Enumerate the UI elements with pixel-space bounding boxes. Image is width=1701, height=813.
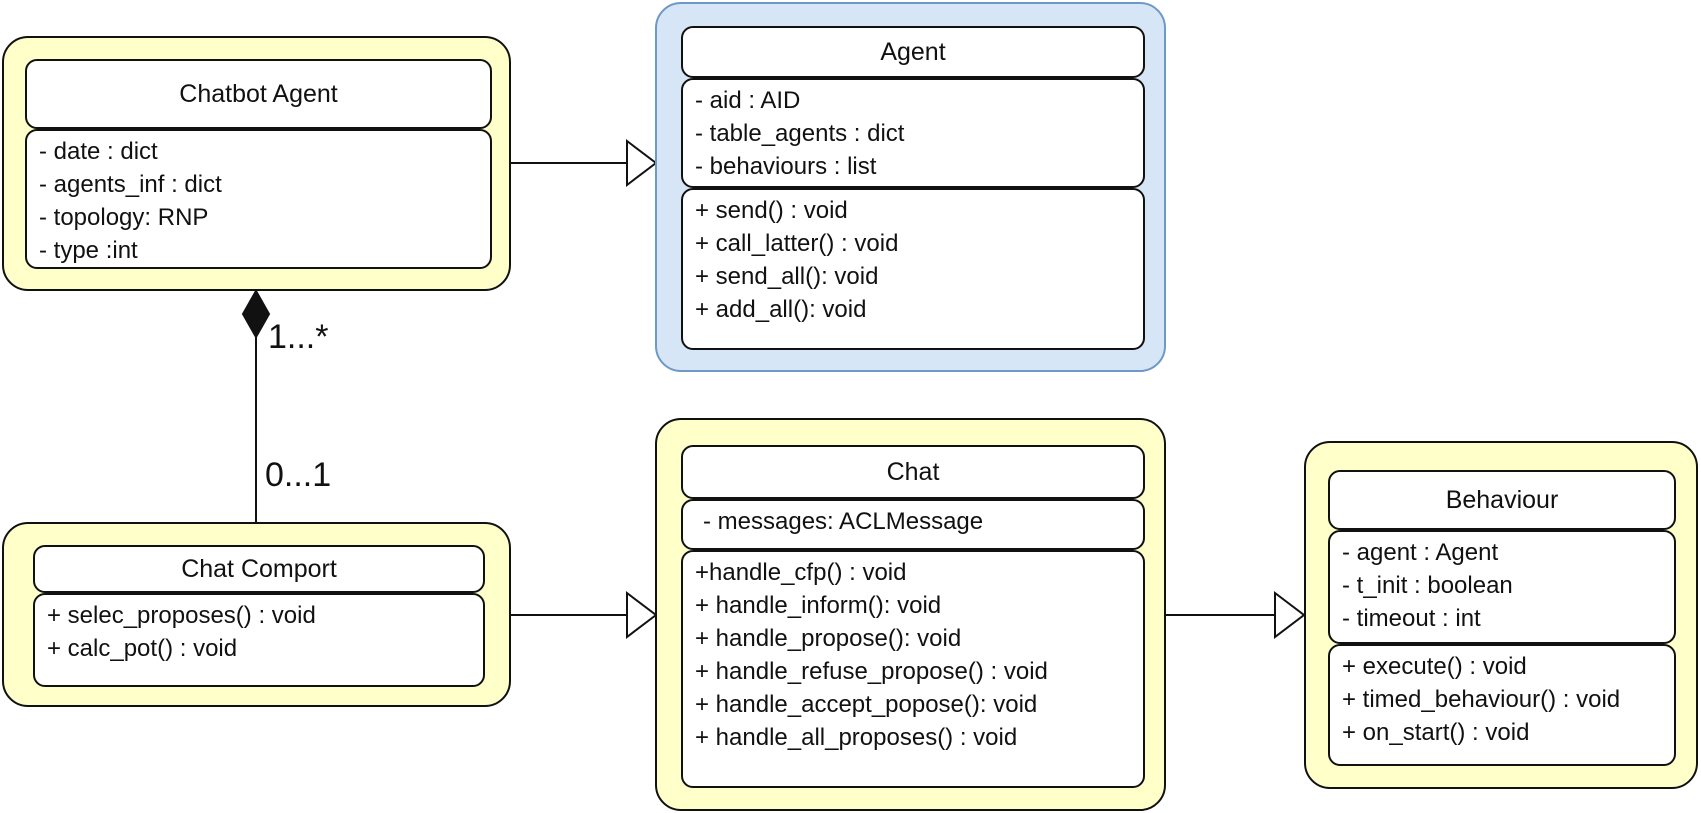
attributes-compartment: - messages: ACLMessage — [681, 499, 1145, 550]
attribute-row: - timeout : int — [1342, 605, 1481, 632]
attribute-row: - date : dict — [39, 138, 158, 165]
method-row: + handle_propose(): void — [695, 625, 962, 652]
attribute-row: - behaviours : list — [695, 153, 877, 180]
method-row: + selec_proposes() : void — [47, 602, 316, 629]
methods-compartment: +handle_cfp() : void + handle_inform(): … — [681, 550, 1145, 788]
class-chat-comport[interactable]: Chat Comport + selec_proposes() : void +… — [2, 522, 511, 707]
attribute-row: - aid : AID — [695, 87, 801, 114]
multiplicity-whole: 1...* — [268, 318, 329, 356]
attributes-compartment: - agent : Agent - t_init : boolean - tim… — [1328, 530, 1676, 644]
class-title: Chatbot Agent — [25, 59, 492, 129]
method-row: +handle_cfp() : void — [695, 559, 907, 586]
class-chat[interactable]: Chat - messages: ACLMessage +handle_cfp(… — [655, 418, 1166, 811]
attributes-compartment: - date : dict - agents_inf : dict - topo… — [25, 129, 492, 269]
class-behaviour[interactable]: Behaviour - agent : Agent - t_init : boo… — [1304, 441, 1698, 789]
method-row: + call_latter() : void — [695, 230, 899, 257]
attribute-row: - agents_inf : dict — [39, 171, 222, 198]
class-title: Behaviour — [1328, 470, 1676, 530]
class-title: Chat Comport — [33, 545, 485, 593]
generalization-arrowhead — [1274, 590, 1306, 640]
attribute-row: - messages: ACLMessage — [703, 508, 984, 535]
class-chatbot-agent[interactable]: Chatbot Agent - date : dict - agents_inf… — [2, 36, 511, 291]
attribute-row: - t_init : boolean — [1342, 572, 1513, 599]
method-row: + on_start() : void — [1342, 719, 1530, 746]
class-title: Agent — [681, 26, 1145, 78]
multiplicity-part: 0...1 — [265, 456, 332, 494]
method-row: + execute() : void — [1342, 653, 1527, 680]
methods-compartment: + selec_proposes() : void + calc_pot() :… — [33, 593, 485, 687]
method-row: + handle_accept_popose(): void — [695, 691, 1038, 718]
method-row: + handle_inform(): void — [695, 592, 942, 619]
attribute-row: - type :int — [39, 237, 138, 264]
method-row: + send_all(): void — [695, 263, 879, 290]
method-row: + add_all(): void — [695, 296, 867, 323]
class-agent[interactable]: Agent - aid : AID - table_agents : dict … — [655, 2, 1166, 372]
method-row: + send() : void — [695, 197, 848, 224]
attribute-row: - agent : Agent — [1342, 539, 1499, 566]
composition-diamond — [241, 288, 271, 340]
class-title: Chat — [681, 445, 1145, 499]
attribute-row: - table_agents : dict — [695, 120, 905, 147]
generalization-arrowhead — [626, 590, 658, 640]
generalization-arrowhead — [626, 138, 658, 188]
method-row: + handle_all_proposes() : void — [695, 724, 1018, 751]
attribute-row: - topology: RNP — [39, 204, 209, 231]
method-row: + handle_refuse_propose() : void — [695, 658, 1048, 685]
methods-compartment: + send() : void + call_latter() : void +… — [681, 188, 1145, 350]
attributes-compartment: - aid : AID - table_agents : dict - beha… — [681, 78, 1145, 188]
method-row: + calc_pot() : void — [47, 635, 238, 662]
methods-compartment: + execute() : void + timed_behaviour() :… — [1328, 644, 1676, 766]
method-row: + timed_behaviour() : void — [1342, 686, 1621, 713]
